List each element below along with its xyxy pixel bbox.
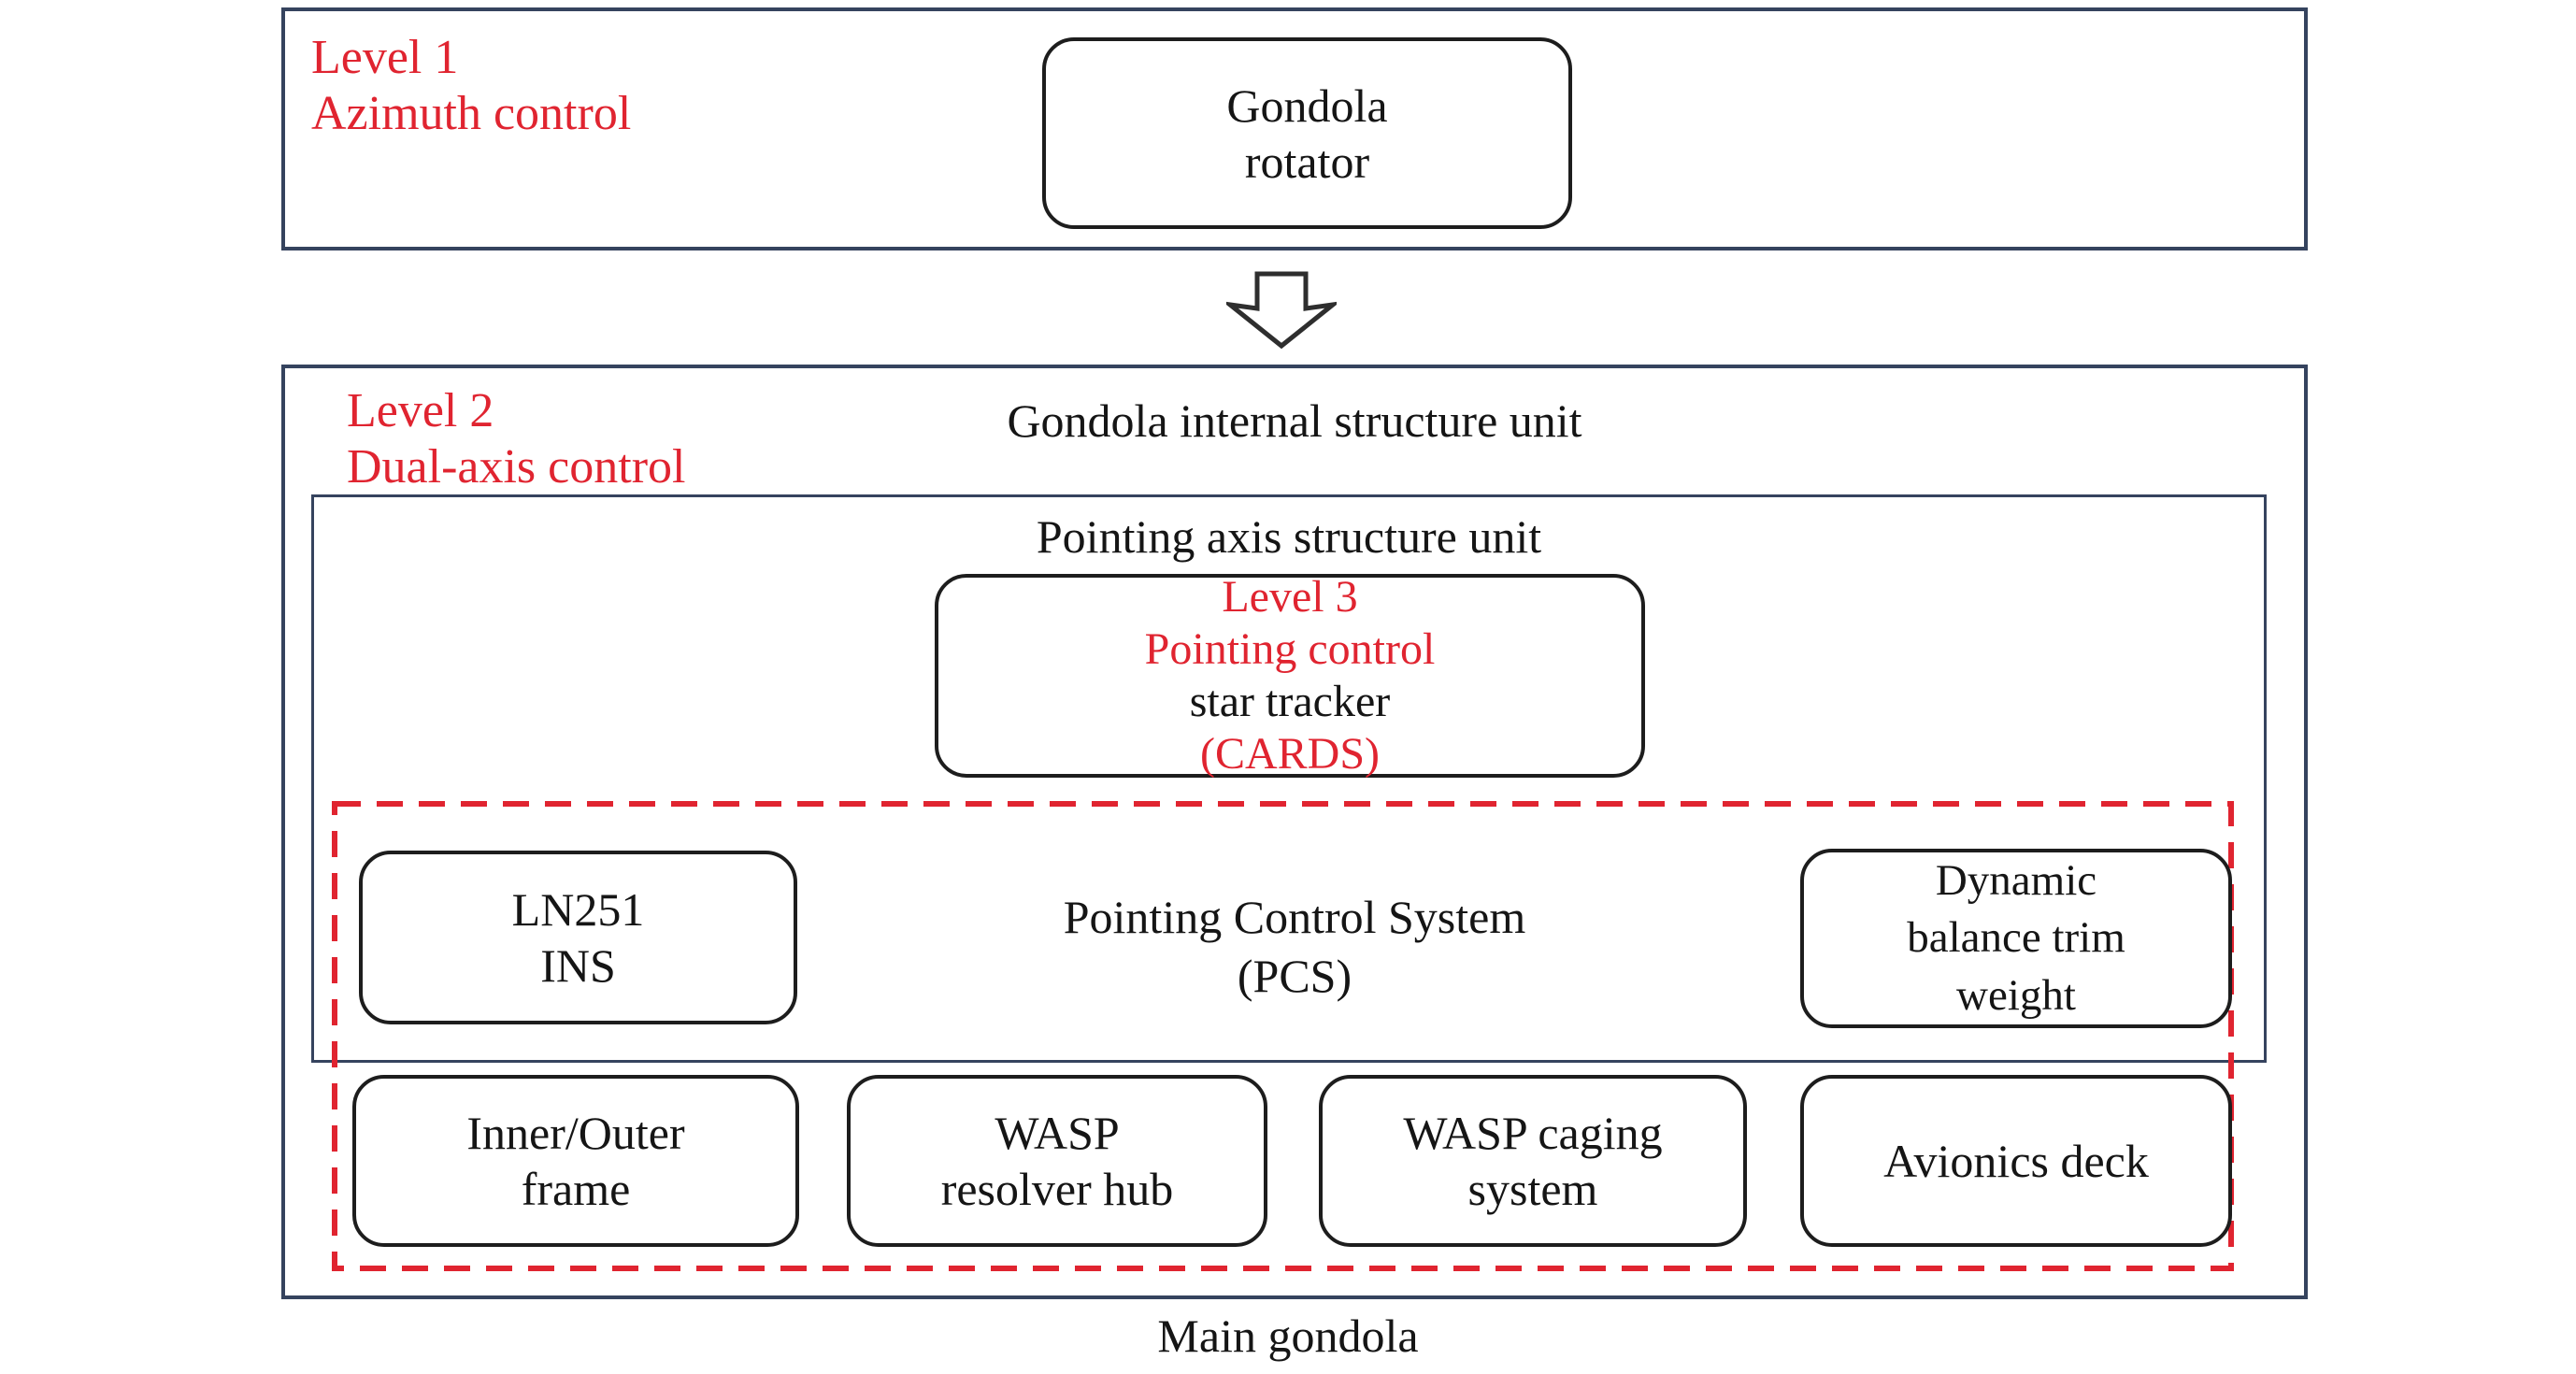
- wasp-caging-line2: system: [1467, 1163, 1598, 1215]
- main-gondola-caption: Main gondola: [1157, 1310, 1419, 1362]
- level3-star-tracker-node: Level 3 Pointing control star tracker (C…: [935, 571, 1645, 780]
- dynamic-balance-trim-node: Dynamic balance trim weight: [1800, 849, 2232, 1028]
- level1-label: Level 1 Azimuth control: [311, 30, 631, 143]
- down-arrow-icon: [1226, 271, 1337, 350]
- wasp-caging-line1: WASP caging: [1403, 1107, 1663, 1159]
- level1-panel: Level 1 Azimuth control Gondola rotator: [281, 7, 2308, 250]
- gondola-rotator-line1: Gondola: [1226, 79, 1388, 132]
- wasp-resolver-line1: WASP: [995, 1107, 1120, 1159]
- level3-node-line3: star tracker: [1189, 677, 1391, 726]
- gondola-rotator-line2: rotator: [1244, 135, 1370, 188]
- avionics-deck-node: Avionics deck: [1800, 1075, 2232, 1247]
- level3-node-line4: (CARDS): [1199, 729, 1381, 780]
- dynamic-node-line3: weight: [1956, 970, 2076, 1020]
- level3-node-line1: Level 3: [1222, 571, 1358, 622]
- level2-label-line1: Level 2: [347, 384, 494, 437]
- pcs-dashed-boundary: [332, 801, 2234, 1271]
- level2-title: Gondola internal structure unit: [1007, 394, 1582, 447]
- level1-label-line1: Level 1: [311, 31, 459, 84]
- pcs-title-line1: Pointing Control System: [1063, 891, 1526, 943]
- inner-outer-frame-node: Inner/Outer frame: [352, 1075, 799, 1247]
- inner-outer-frame-line2: frame: [521, 1163, 631, 1215]
- level3-node-line2: Pointing control: [1144, 623, 1436, 674]
- dynamic-node-line2: balance trim: [1907, 913, 2125, 963]
- inner-outer-frame-line1: Inner/Outer: [466, 1107, 685, 1159]
- gondola-rotator-node: Gondola rotator: [1042, 37, 1572, 229]
- pcs-title-line2: (PCS): [1237, 949, 1352, 1002]
- level2-label-line2: Dual-axis control: [347, 440, 686, 494]
- level2-label: Level 2 Dual-axis control: [347, 383, 685, 496]
- ln251-line2: INS: [540, 939, 616, 992]
- pointing-axis-title: Pointing axis structure unit: [1036, 510, 1542, 563]
- ln251-line1: LN251: [511, 883, 645, 936]
- pcs-title: Pointing Control System (PCS): [285, 888, 2304, 1005]
- dynamic-node-line1: Dynamic: [1935, 856, 2097, 906]
- ln251-ins-node: LN251 INS: [359, 851, 797, 1024]
- wasp-resolver-hub-node: WASP resolver hub: [847, 1075, 1267, 1247]
- wasp-resolver-line2: resolver hub: [940, 1163, 1174, 1215]
- level2-panel: Level 2 Dual-axis control Gondola intern…: [281, 365, 2308, 1299]
- avionics-deck-line1: Avionics deck: [1883, 1135, 2149, 1187]
- level1-label-line2: Azimuth control: [311, 87, 632, 141]
- wasp-caging-system-node: WASP caging system: [1319, 1075, 1747, 1247]
